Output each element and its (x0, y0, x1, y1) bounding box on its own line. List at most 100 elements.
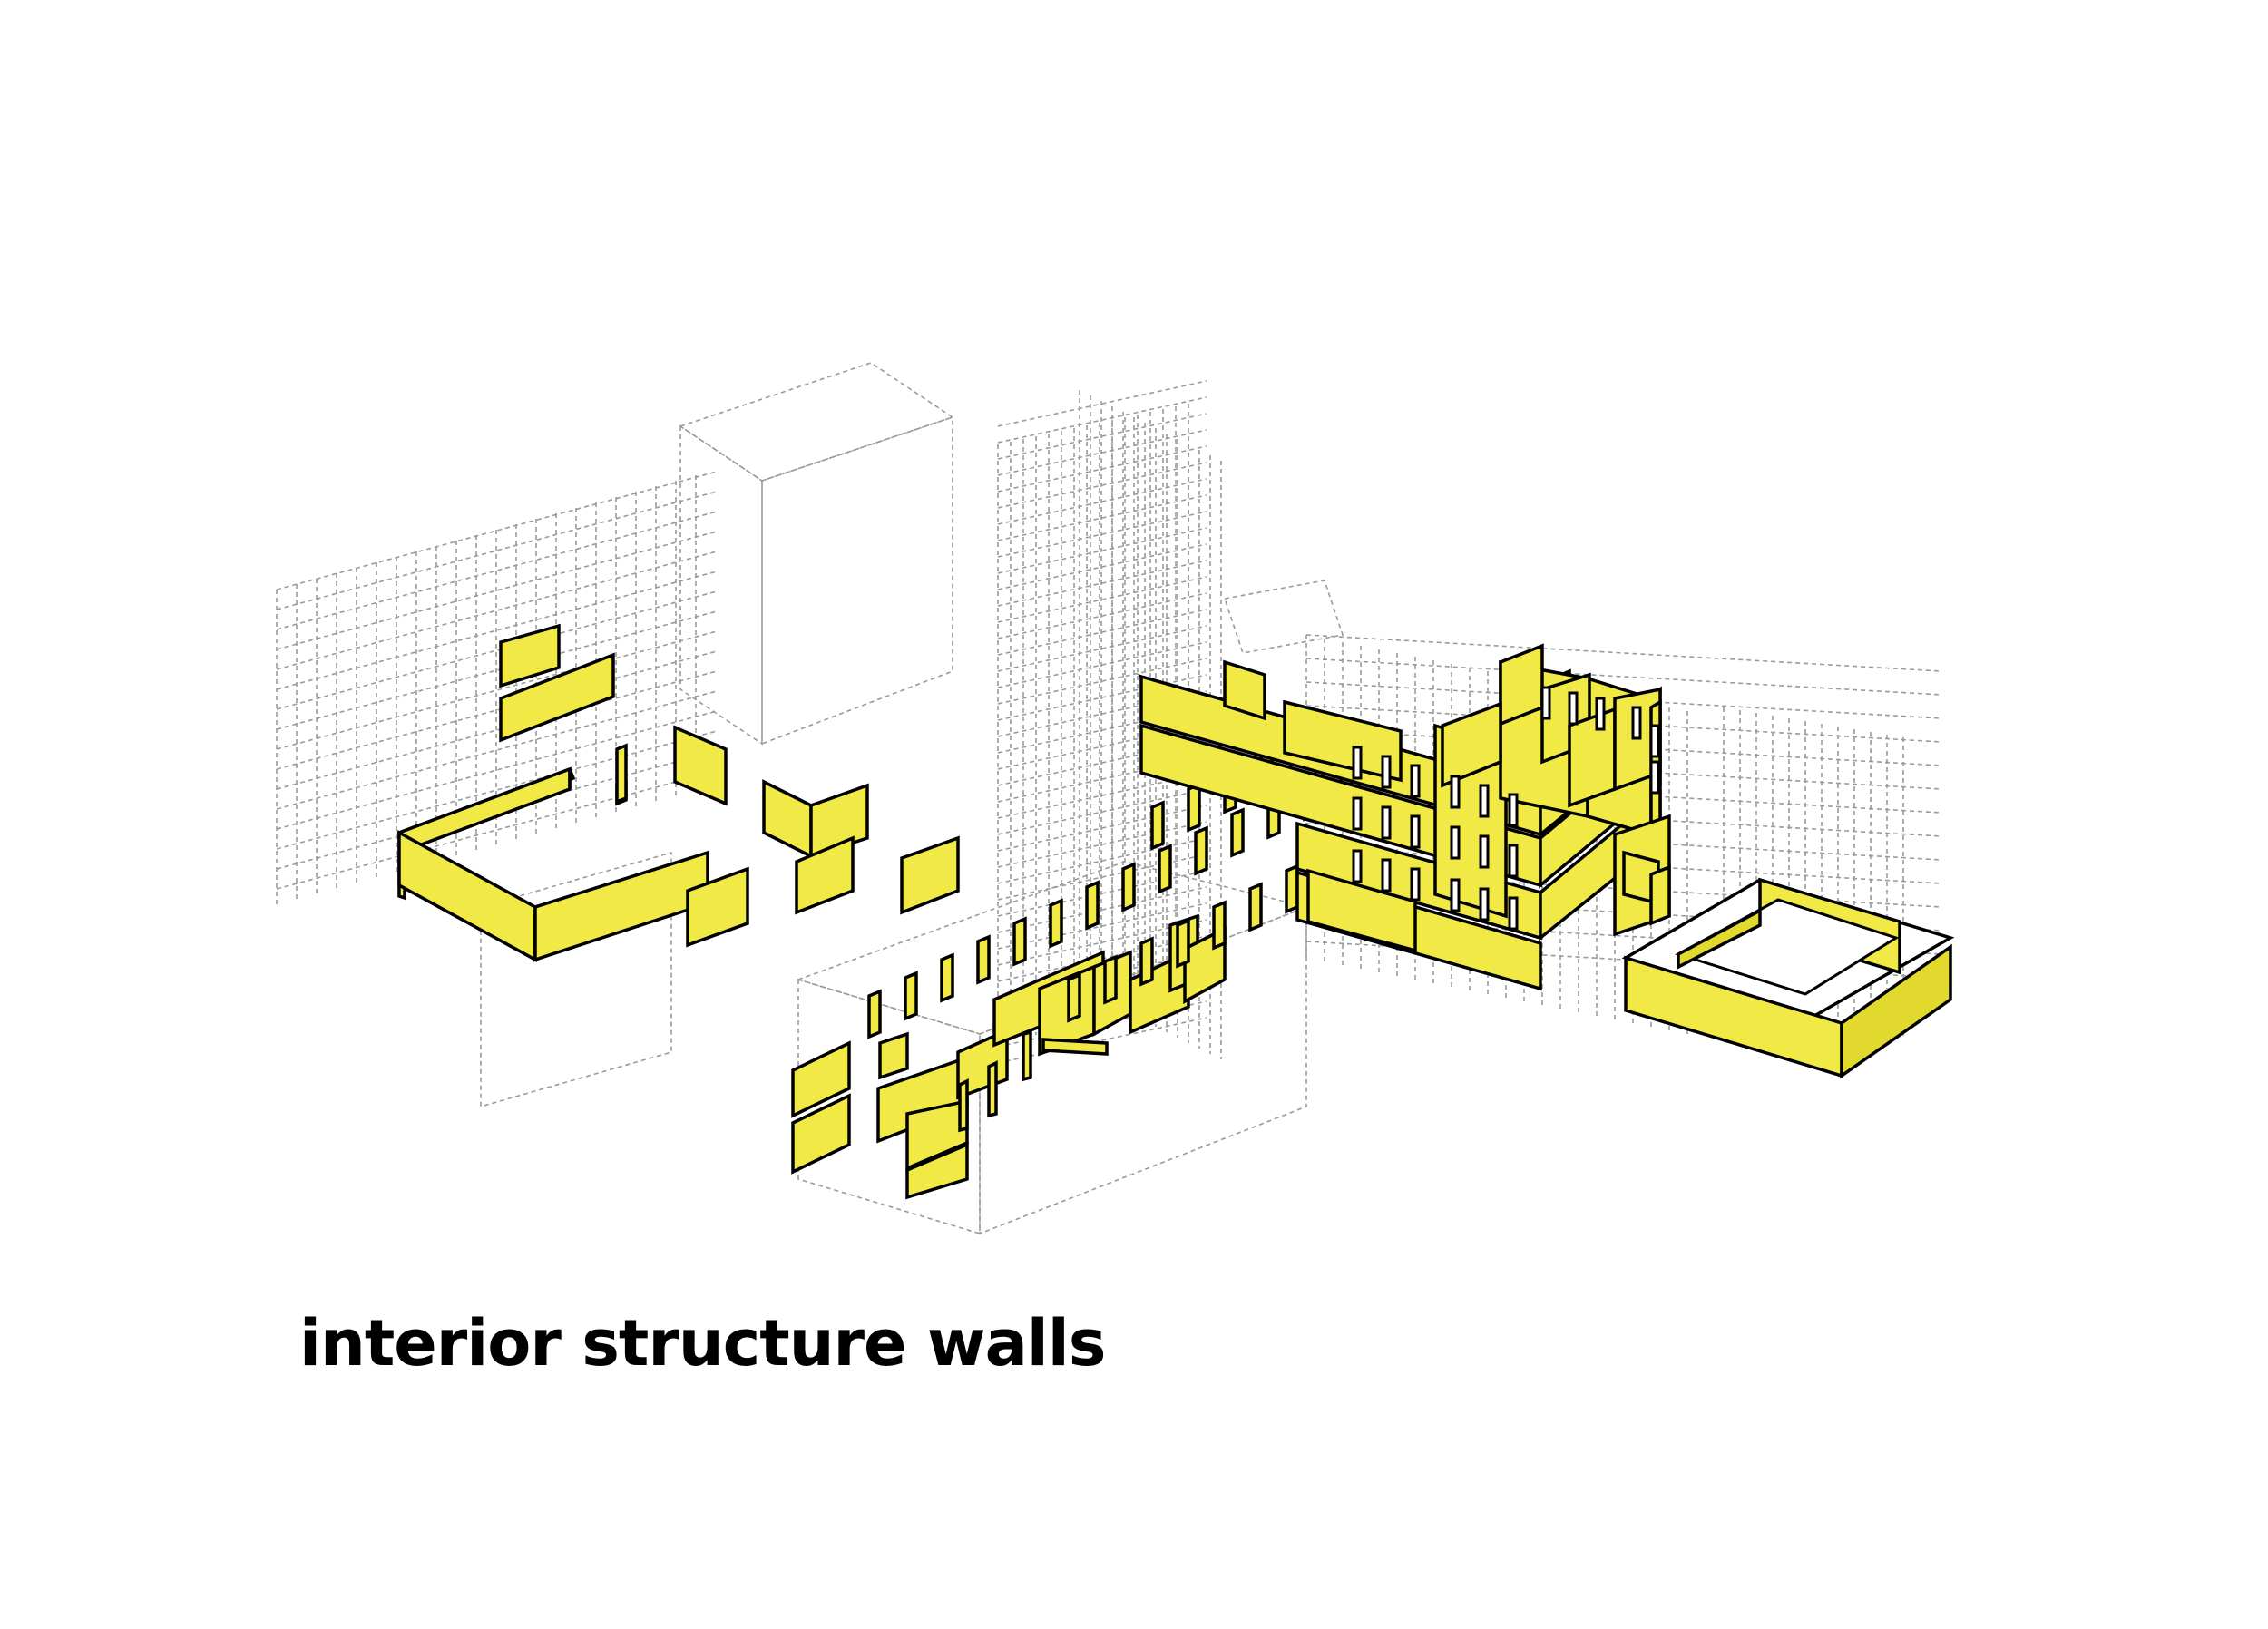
ghost-line (276, 590, 718, 710)
ghost-line (997, 674, 1207, 721)
wall-slab (1150, 800, 1165, 851)
ghost-line (276, 491, 718, 610)
wall-slab (1139, 936, 1154, 987)
ghost-line (997, 854, 1207, 901)
wall-opening (1595, 697, 1606, 731)
wall-opening (1540, 686, 1551, 720)
ghost-line (997, 396, 1207, 444)
ghost-volume (761, 415, 953, 746)
ghost-line (997, 478, 1207, 525)
interior-walls (396, 623, 1955, 1200)
ghost-line (997, 625, 1207, 672)
wall-opening (1631, 706, 1642, 740)
ghost-line (276, 630, 718, 750)
ghost-line (997, 739, 1207, 786)
ghost-volume (1223, 580, 1344, 654)
ghost-line (997, 821, 1207, 868)
wall-opening (1352, 746, 1363, 780)
ghost-line (276, 710, 718, 830)
ghost-volume (979, 905, 1307, 1235)
wall-slab (904, 971, 918, 1021)
ghost-line (276, 750, 718, 870)
ghost-line (276, 511, 718, 630)
ghost-line (997, 805, 1207, 852)
wall-slab (1158, 844, 1172, 894)
ghost-line (997, 837, 1207, 884)
wall-left-ring (396, 766, 709, 962)
ghost-line (997, 772, 1207, 819)
wall-opening (1381, 858, 1392, 893)
wall-slab (1212, 900, 1227, 951)
ghost-line (997, 886, 1207, 933)
ghost-line (997, 576, 1207, 623)
wall-middle-fragments (791, 913, 1227, 1200)
wall-opening (1479, 834, 1490, 869)
ghost-line (997, 494, 1207, 541)
ghost-line (997, 609, 1207, 656)
ghost-line (997, 462, 1207, 509)
wall-right-enclosure (1621, 877, 1955, 1079)
wall-slab (1103, 954, 1118, 1005)
ghost-line (276, 551, 718, 670)
wall-opening (1568, 691, 1579, 726)
ghost-line (276, 571, 718, 690)
wall-slab (976, 934, 991, 985)
wall-opening (1479, 784, 1490, 818)
ghost-line (997, 756, 1207, 803)
wall-opening (1508, 793, 1519, 827)
wall-slab (1230, 807, 1245, 858)
wall-slab (1248, 882, 1263, 932)
wall-slab (1187, 782, 1201, 833)
wall-opening (1381, 805, 1392, 840)
wall-opening (1450, 878, 1461, 912)
ghost-line (997, 511, 1207, 558)
wall-slab (1067, 972, 1081, 1023)
wall-opening (1649, 760, 1660, 795)
ghost-line (997, 413, 1207, 460)
ghost-line (997, 723, 1207, 770)
ghost-line (997, 445, 1207, 493)
wall-slab (867, 989, 882, 1039)
ghost-line (997, 380, 1207, 427)
wall-opening (1479, 887, 1490, 922)
ghost-line (997, 690, 1207, 737)
ghost-line (276, 471, 718, 590)
ghost-line (276, 670, 718, 790)
diagram-caption: interior structure walls (299, 1306, 1106, 1380)
ghost-line (997, 658, 1207, 705)
wall-opening (1352, 796, 1363, 831)
ghost-line (997, 1017, 1207, 1064)
ghost-line (997, 788, 1207, 835)
ghost-line (997, 527, 1207, 574)
wall-slab (1176, 918, 1190, 969)
ghost-line (276, 730, 718, 850)
wall-opening (1508, 844, 1519, 878)
wall-opening (1410, 814, 1421, 849)
ghost-line (276, 770, 718, 890)
ghost-line (997, 429, 1207, 476)
ghost-line (276, 690, 718, 810)
wall-slab (1285, 863, 1299, 914)
wall-slab (1049, 898, 1063, 949)
ghost-volume (480, 851, 672, 1108)
ghost-line (997, 543, 1207, 590)
wall-slab (940, 952, 954, 1003)
wall-opening (1508, 896, 1519, 931)
wall-opening (1381, 755, 1392, 789)
ghost-line (276, 610, 718, 730)
wall-opening (1649, 724, 1660, 758)
wall-left-scattered-panels (615, 725, 960, 948)
ghost-line (997, 870, 1207, 917)
wall-openings (1352, 686, 1660, 931)
ghost-line (276, 531, 718, 650)
wall-opening (1352, 849, 1363, 883)
ghost-line (997, 641, 1207, 688)
ghost-volume (679, 424, 763, 746)
ghost-line (997, 707, 1207, 754)
ghost-line (997, 919, 1207, 966)
wall-slab (1012, 916, 1027, 967)
wall-slab (1121, 862, 1136, 912)
wall-opening (1450, 775, 1461, 809)
wall-left-upper-panels (499, 623, 628, 806)
